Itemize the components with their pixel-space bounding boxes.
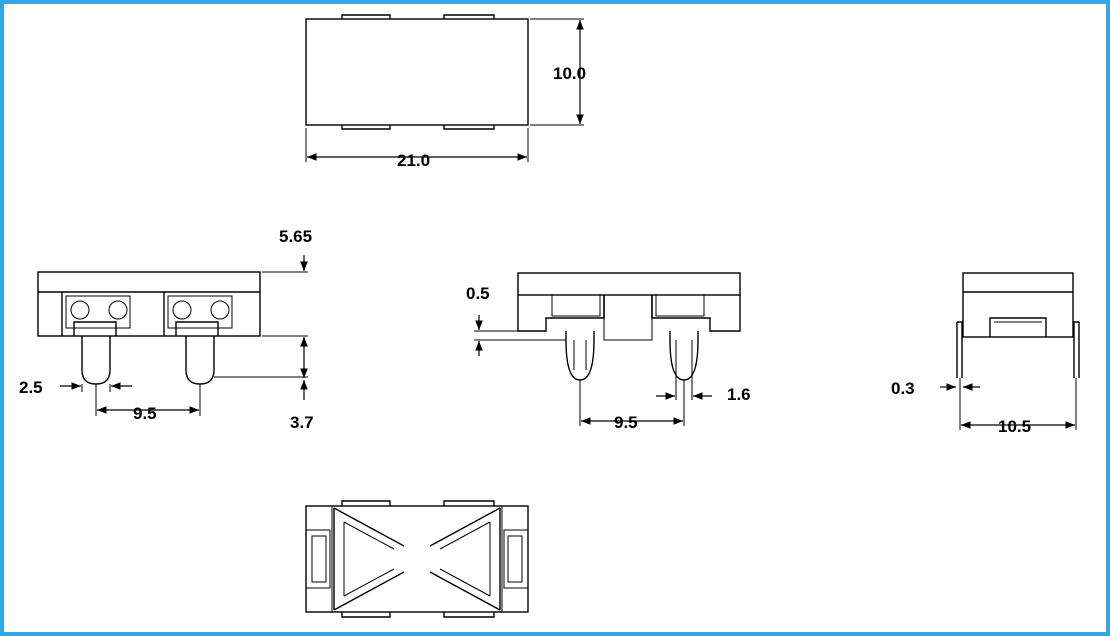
- label-pin-thickness: 1.6: [727, 385, 751, 404]
- label-pin-length: 3.7: [290, 413, 314, 432]
- end-view-right: [940, 272, 1080, 430]
- label-pin-pitch-left: 9.5: [133, 404, 157, 423]
- label-end-width: 10.5: [998, 417, 1031, 436]
- label-side-height: 5.65: [279, 227, 312, 246]
- label-lead-thickness: 0.3: [891, 379, 915, 398]
- label-top-height: 10.0: [553, 64, 586, 83]
- top-view: [305, 14, 584, 162]
- label-pin-pitch-mid: 9.5: [614, 413, 638, 432]
- label-pin-width: 2.5: [19, 378, 43, 397]
- dimension-labels: 10.0 21.0 5.65 2.5 9.5 3.7 0.5 9.5 1.6 0…: [19, 64, 1031, 436]
- label-step-height: 0.5: [466, 284, 490, 303]
- bottom-view: [305, 500, 529, 618]
- label-top-width: 21.0: [397, 151, 430, 170]
- front-view-middle: [474, 272, 741, 426]
- side-view-left: [37, 255, 308, 416]
